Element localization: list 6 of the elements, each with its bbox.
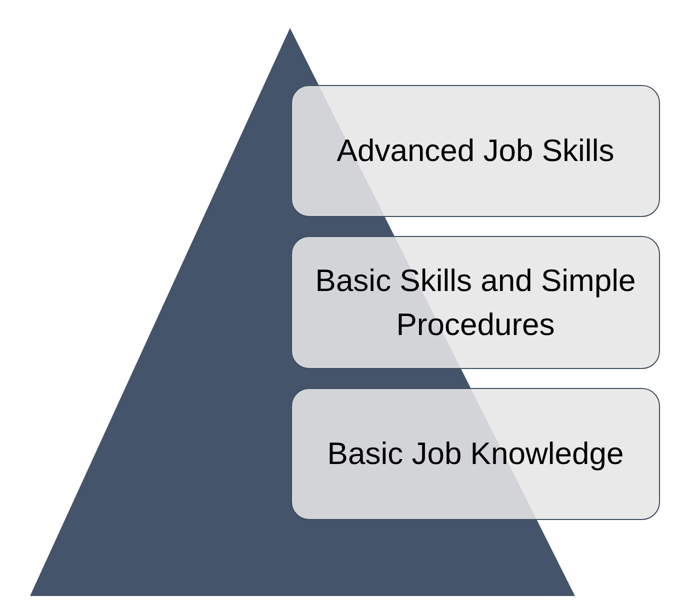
level-box [291,236,660,369]
level-label: Advanced Job Skills [336,132,614,170]
level-label: Basic Skills and Simple Procedures [314,262,637,344]
level-box [291,85,660,217]
level-label: Basic Job Knowledge [327,435,624,473]
level-box [291,388,660,520]
